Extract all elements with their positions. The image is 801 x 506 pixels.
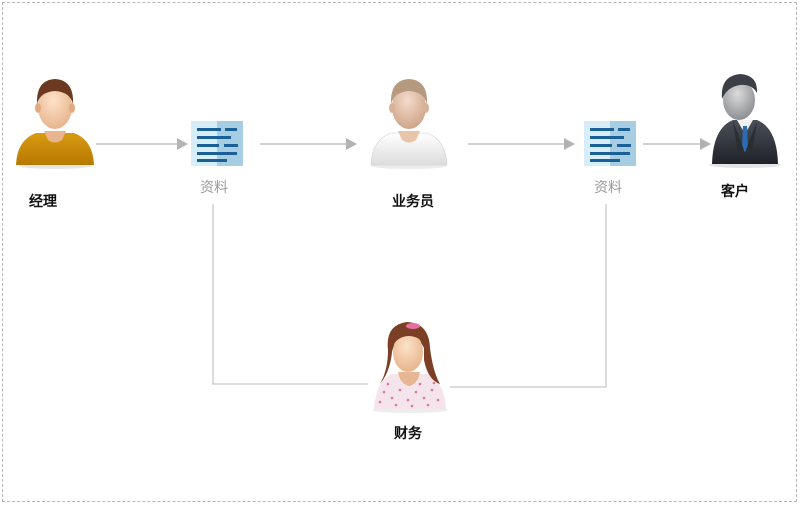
node-label-salesperson: 业务员 (392, 194, 434, 210)
woman-pink-dress-icon (372, 322, 448, 413)
document-label-1: 资料 (200, 180, 228, 196)
person-white-shirt-icon (370, 79, 448, 169)
document-lines-icon (584, 121, 636, 166)
document-label-2: 资料 (594, 180, 622, 196)
businessman-suit-icon (709, 74, 781, 168)
node-label-manager: 经理 (29, 194, 57, 210)
line-finance-to-doc2 (450, 204, 607, 388)
node-label-customer: 客户 (721, 184, 749, 200)
line-doc1-to-finance (212, 204, 368, 385)
person-orange-shirt-icon (16, 79, 94, 169)
document-lines-icon (191, 121, 243, 166)
node-label-finance: 财务 (394, 426, 422, 442)
